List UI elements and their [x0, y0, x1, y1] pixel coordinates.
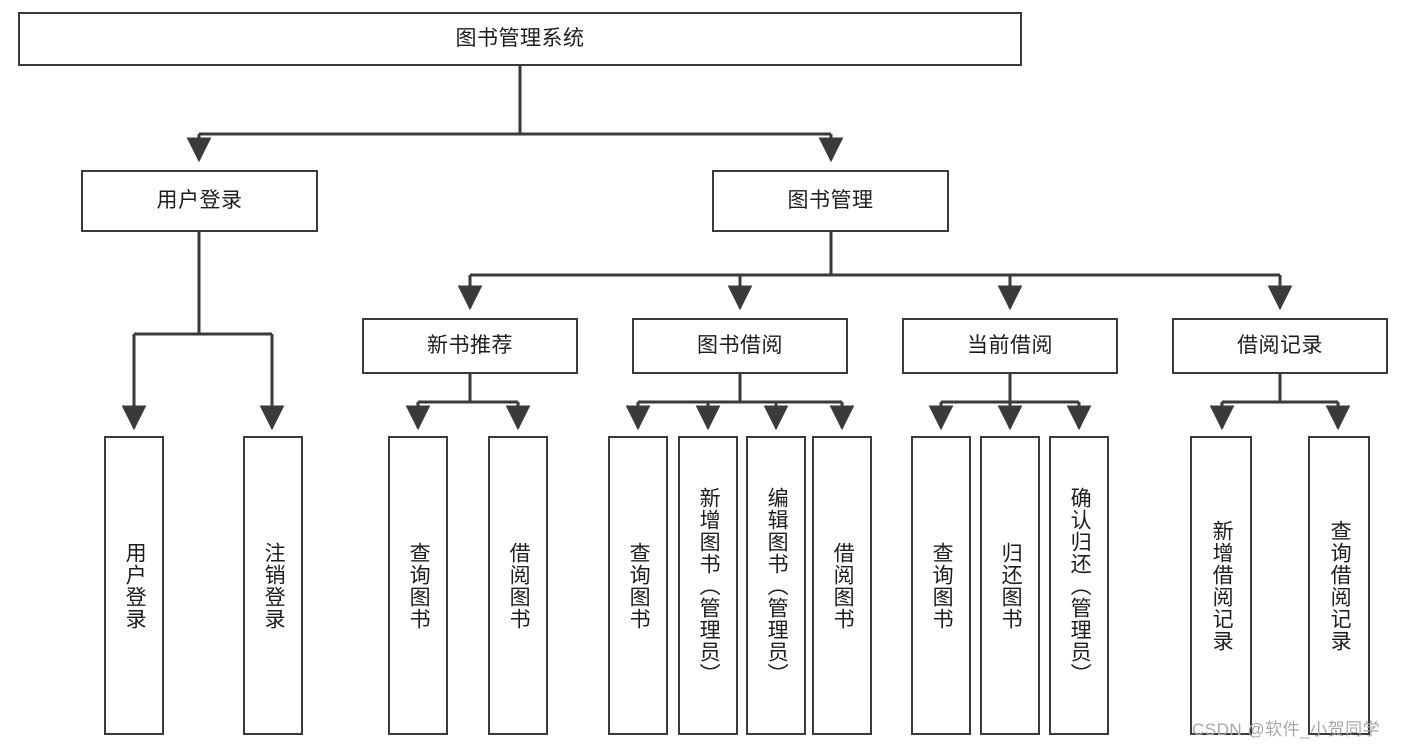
- node-root-label: 图书管理系统: [455, 27, 585, 51]
- node-new-book-recommend-label: 新书推荐: [427, 334, 513, 358]
- node-leaf-add-book-label: 新增图书（管理员）: [697, 486, 721, 685]
- node-leaf-user-login[interactable]: 用户登录: [104, 436, 164, 735]
- node-leaf-query-book-2[interactable]: 查询图书: [608, 436, 668, 735]
- node-leaf-add-record[interactable]: 新增借阅记录: [1190, 436, 1252, 735]
- node-leaf-query-book-1-label: 查询图书: [407, 541, 431, 630]
- csdn-watermark: CSDN @软件_小贺同学: [1192, 720, 1381, 739]
- node-leaf-confirm-return-label: 确认归还（管理员）: [1068, 486, 1092, 685]
- node-leaf-edit-book-label: 编辑图书（管理员）: [765, 486, 789, 685]
- node-book-manage-label: 图书管理: [787, 189, 874, 213]
- node-leaf-query-book-2-label: 查询图书: [627, 541, 651, 630]
- node-borrow-record-label: 借阅记录: [1237, 334, 1323, 358]
- node-leaf-query-book-3-label: 查询图书: [930, 541, 954, 630]
- node-root[interactable]: 图书管理系统: [18, 12, 1022, 66]
- node-leaf-add-record-label: 新增借阅记录: [1210, 519, 1234, 652]
- node-book-borrow-label: 图书借阅: [697, 334, 783, 358]
- node-borrow-record[interactable]: 借阅记录: [1172, 318, 1388, 374]
- node-leaf-return-book-label: 归还图书: [999, 541, 1023, 630]
- node-leaf-query-record[interactable]: 查询借阅记录: [1308, 436, 1370, 735]
- node-leaf-return-book[interactable]: 归还图书: [980, 436, 1040, 735]
- node-leaf-confirm-return[interactable]: 确认归还（管理员）: [1049, 436, 1109, 735]
- node-leaf-user-logout-label: 注销登录: [262, 541, 286, 630]
- node-new-book-recommend[interactable]: 新书推荐: [362, 318, 578, 374]
- node-leaf-add-book[interactable]: 新增图书（管理员）: [678, 436, 738, 735]
- node-current-borrow[interactable]: 当前借阅: [902, 318, 1118, 374]
- node-current-borrow-label: 当前借阅: [967, 334, 1053, 358]
- node-book-borrow[interactable]: 图书借阅: [632, 318, 848, 374]
- node-user-login[interactable]: 用户登录: [81, 170, 318, 232]
- node-leaf-query-book-1[interactable]: 查询图书: [388, 436, 448, 735]
- node-leaf-user-login-label: 用户登录: [123, 541, 147, 630]
- node-leaf-edit-book[interactable]: 编辑图书（管理员）: [746, 436, 806, 735]
- node-leaf-borrow-book-2-label: 借阅图书: [831, 541, 855, 630]
- node-user-login-label: 用户登录: [156, 189, 243, 213]
- node-leaf-borrow-book-2[interactable]: 借阅图书: [812, 436, 872, 735]
- node-leaf-borrow-book-1[interactable]: 借阅图书: [488, 436, 548, 735]
- node-leaf-query-book-3[interactable]: 查询图书: [911, 436, 971, 735]
- node-leaf-user-logout[interactable]: 注销登录: [243, 436, 303, 735]
- node-book-manage[interactable]: 图书管理: [712, 170, 949, 232]
- node-leaf-query-record-label: 查询借阅记录: [1328, 519, 1352, 652]
- node-leaf-borrow-book-1-label: 借阅图书: [507, 541, 531, 630]
